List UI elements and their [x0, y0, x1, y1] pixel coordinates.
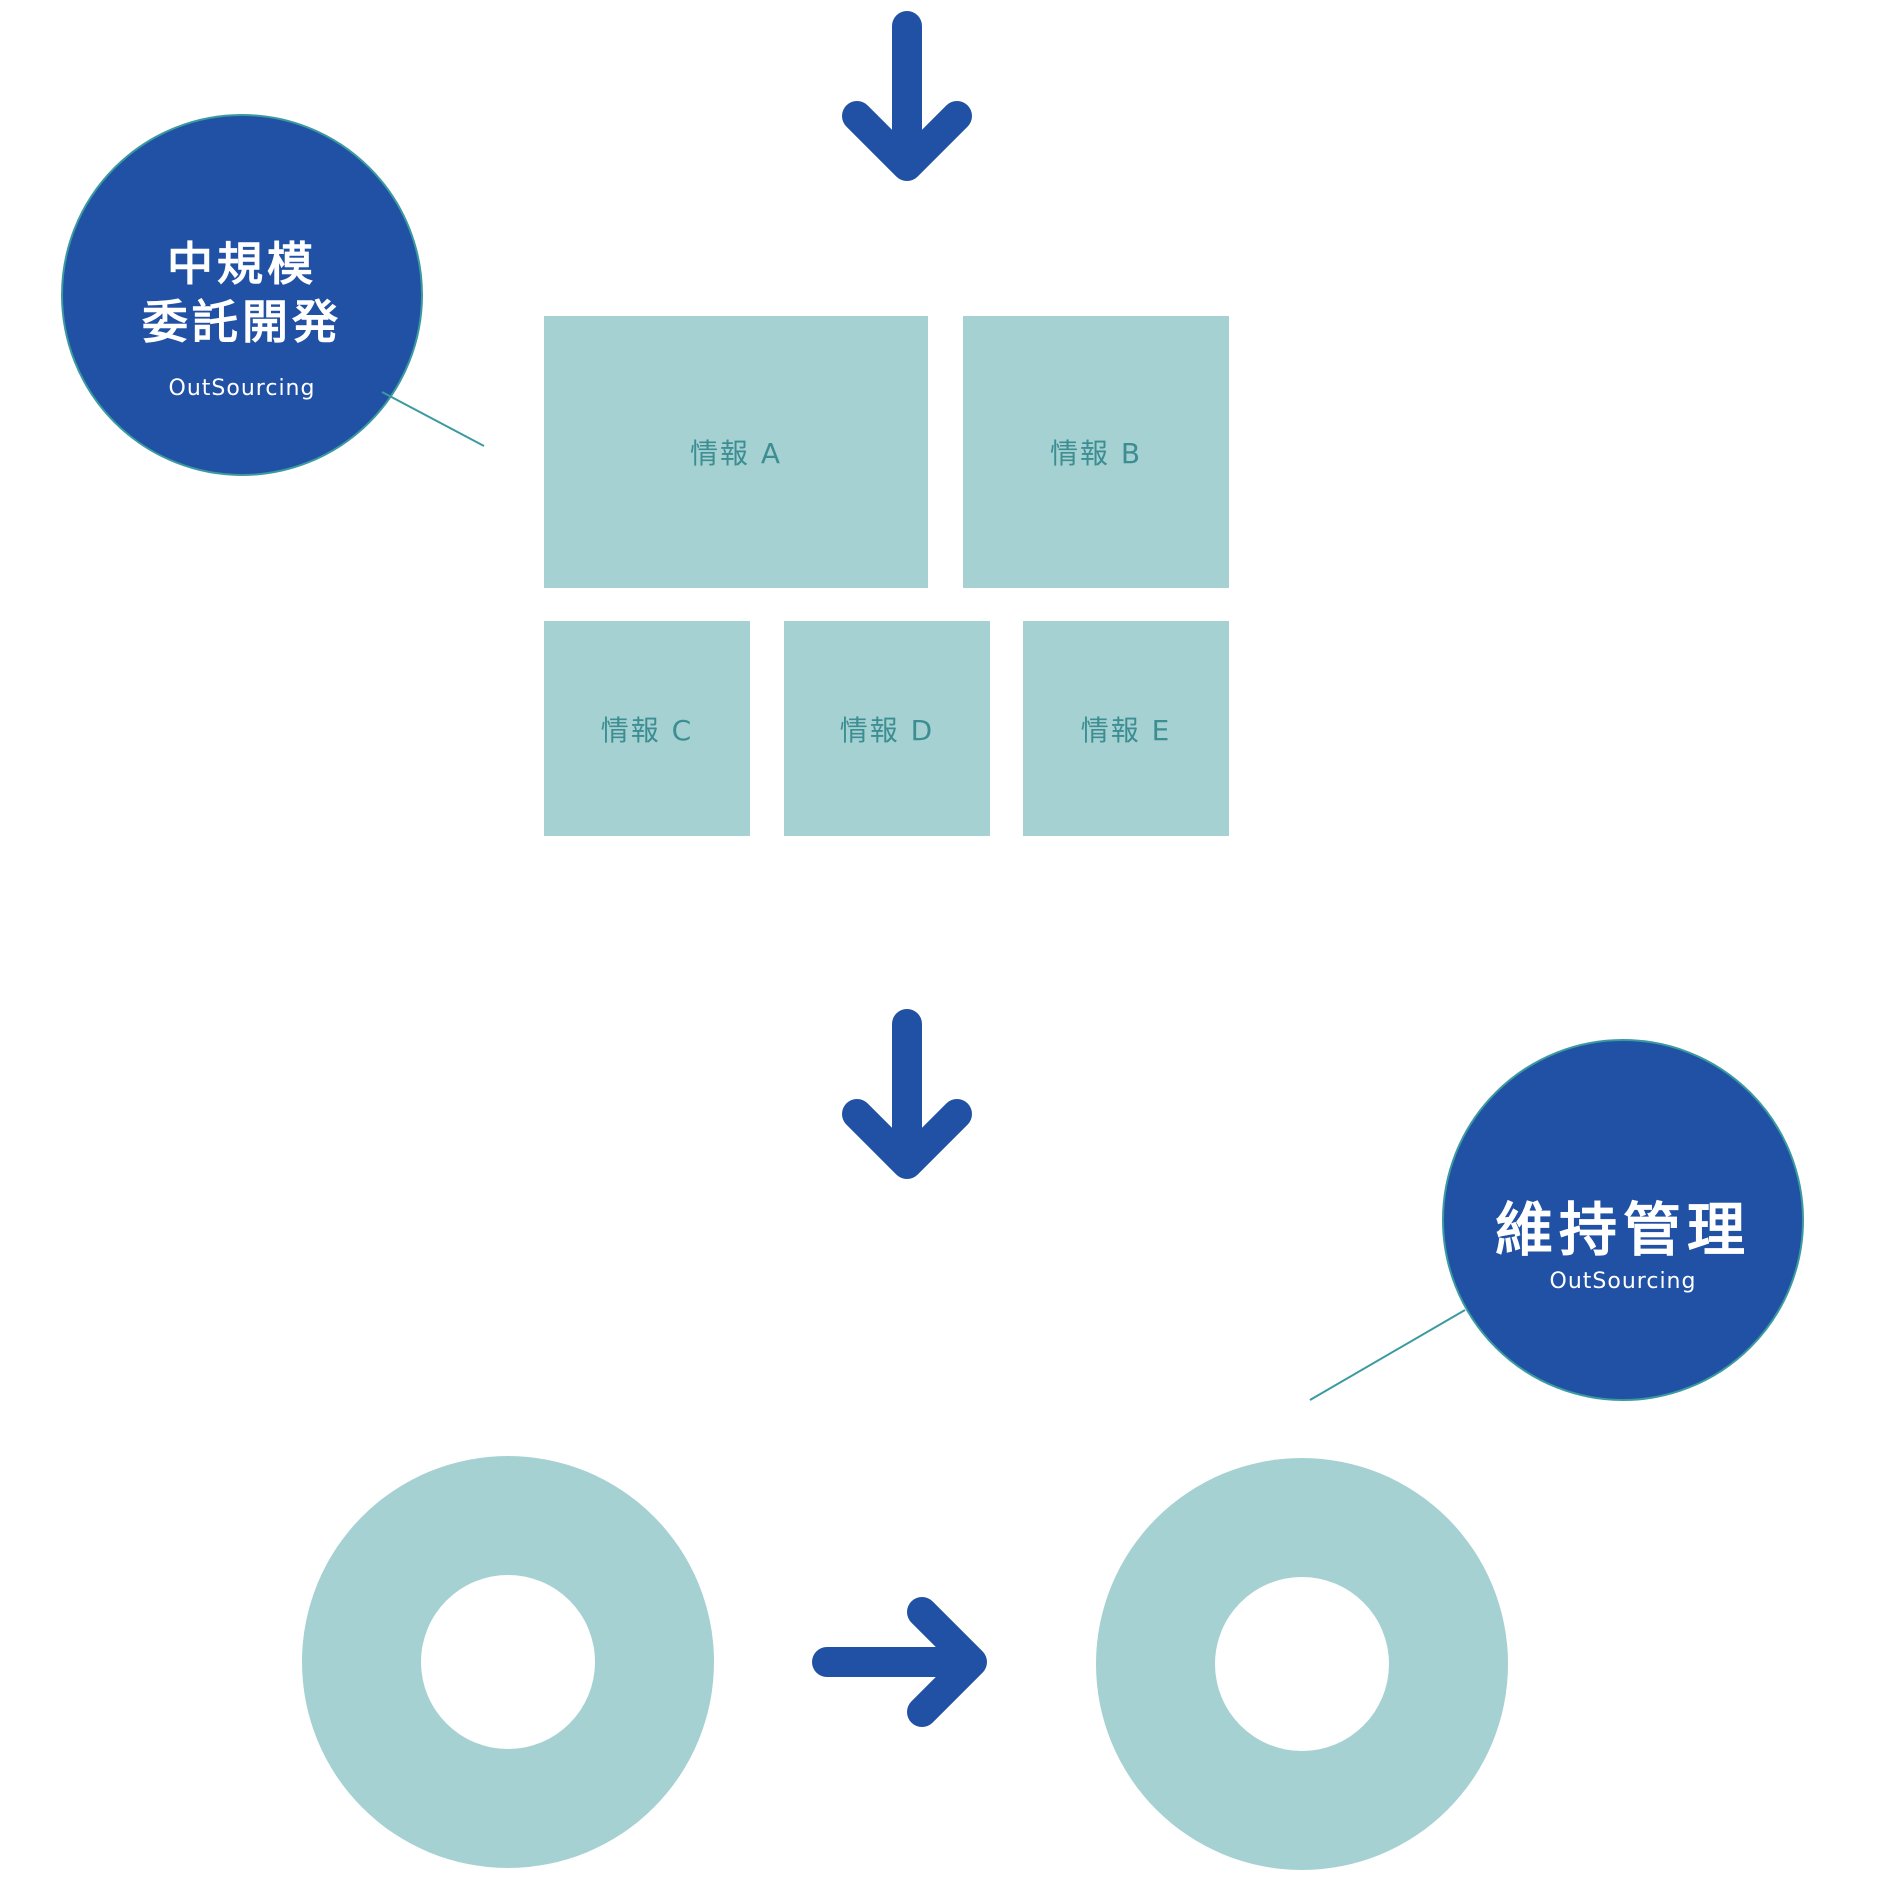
ring-right	[1096, 1458, 1508, 1870]
info-box-e: 情報 E	[1023, 621, 1229, 836]
info-box-label: 情報 A	[689, 437, 783, 470]
info-box-d: 情報 D	[784, 621, 990, 836]
info-box-label: 情報 C	[600, 713, 694, 747]
ring-hole	[421, 1575, 595, 1749]
info-box-a: 情報 A	[544, 316, 928, 588]
outsourcing-development-badge: 中規模 委託開発 OutSourcing	[61, 114, 423, 476]
arrow-down-icon	[842, 1009, 972, 1179]
badge-title-line2: 委託開発	[142, 295, 342, 349]
ring-left	[302, 1456, 714, 1868]
maintenance-badge: 維持管理 OutSourcing	[1442, 1039, 1804, 1401]
arrow-right-icon	[812, 1597, 987, 1727]
ring-hole	[1215, 1577, 1389, 1751]
arrow-down-icon	[842, 11, 972, 181]
badge-subtitle: OutSourcing	[1549, 1269, 1697, 1294]
badge-title: 維持管理	[1494, 1196, 1751, 1264]
info-box-c: 情報 C	[544, 621, 750, 836]
connector-line	[1309, 1309, 1466, 1401]
info-box-label: 情報 E	[1080, 713, 1172, 747]
connector-line	[381, 391, 485, 447]
info-box-label: 情報 D	[839, 713, 935, 747]
info-box-label: 情報 B	[1049, 437, 1143, 470]
badge-title-line1: 中規模	[167, 237, 317, 291]
badge-subtitle: OutSourcing	[168, 376, 316, 401]
info-box-b: 情報 B	[963, 316, 1229, 588]
